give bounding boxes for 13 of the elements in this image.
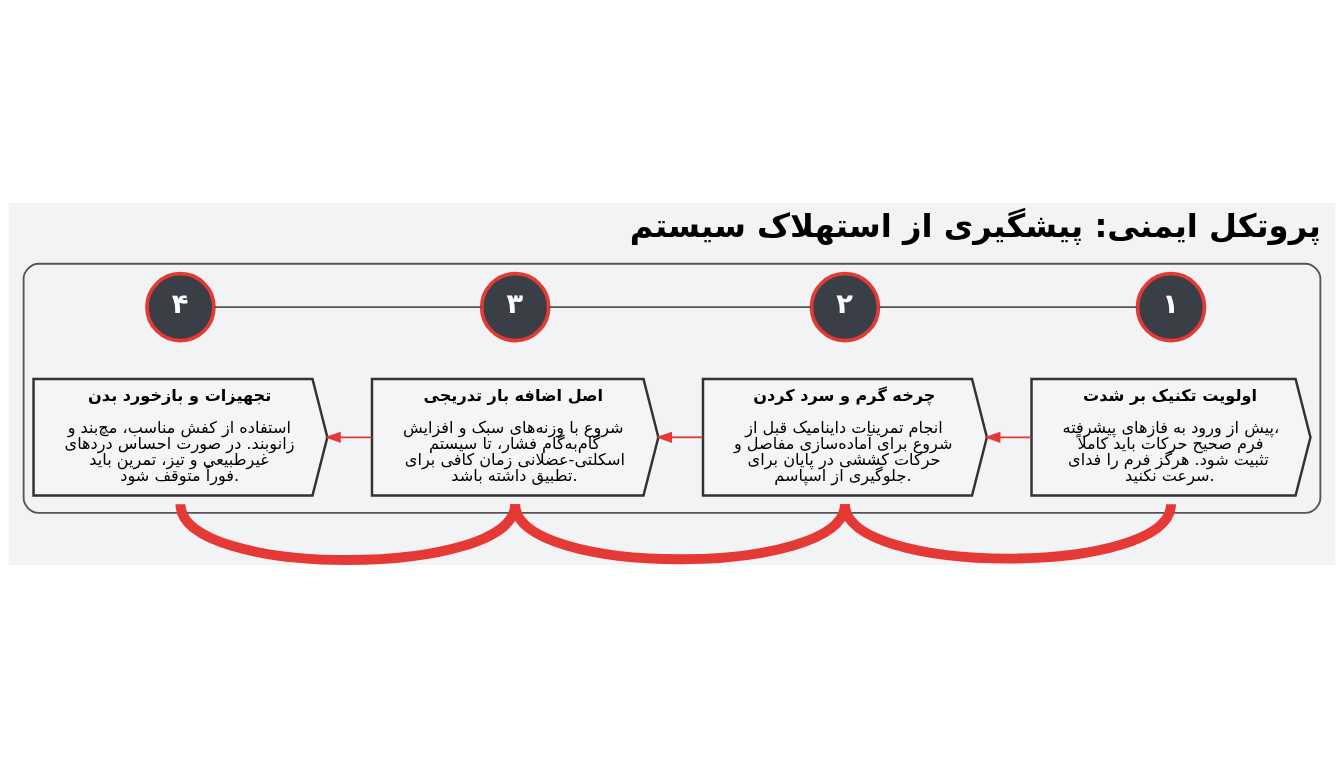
cluster xyxy=(22,262,1322,514)
node-circle: ۱ xyxy=(1135,271,1207,343)
diagram-title: پروتکل ایمنی: پیشگیری از استهلاک سیستم xyxy=(629,207,1321,246)
node-circle: ۳ xyxy=(479,271,551,343)
connector xyxy=(877,306,1138,309)
arrow xyxy=(324,431,373,443)
connector xyxy=(213,306,483,309)
connector xyxy=(547,306,813,309)
arrow xyxy=(984,431,1033,443)
arrow xyxy=(655,431,704,443)
node-circle: ۲ xyxy=(809,271,881,343)
node-circle: ۴ xyxy=(145,271,216,343)
connector xyxy=(175,502,520,565)
